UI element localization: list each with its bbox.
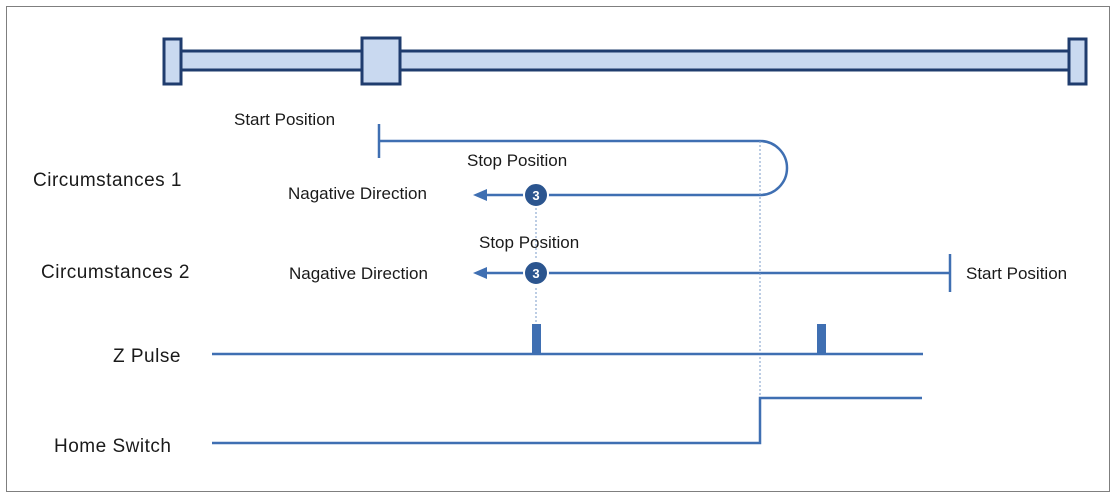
circumstances-1-label: Circumstances 1: [33, 170, 182, 191]
stop-position-label-1: Stop Position: [467, 151, 568, 170]
rail-bar: [170, 49, 1080, 72]
axis-rail: [162, 36, 1088, 86]
z-pulse-1: [532, 324, 541, 354]
z-pulse-signal: [212, 324, 923, 356]
home-switch-signal: [212, 396, 922, 445]
stop-position-label-2: Stop Position: [479, 233, 580, 252]
rail-right-end: [1067, 37, 1088, 86]
path-circumstances-1: [377, 124, 789, 197]
travel-line-1: [379, 139, 789, 197]
rail-left-end: [162, 37, 183, 86]
negative-direction-label-2: Nagative Direction: [289, 264, 428, 283]
rail-slider: [360, 36, 402, 86]
stop-marker-2-number: 3: [532, 266, 539, 281]
z-pulse-label: Z Pulse: [113, 346, 181, 367]
path-circumstances-2: [486, 254, 952, 292]
stop-marker-1-number: 3: [532, 188, 539, 203]
negative-direction-label-1: Nagative Direction: [288, 184, 427, 203]
home-switch-label: Home Switch: [54, 436, 172, 457]
z-pulse-2: [817, 324, 826, 354]
stop-marker-1: 3: [523, 182, 549, 208]
arrow-head-2: [473, 267, 487, 279]
start-position-label-2: Start Position: [966, 264, 1068, 283]
diagram-frame: [6, 6, 1110, 492]
circumstances-2-label: Circumstances 2: [41, 262, 190, 283]
start-position-label-1: Start Position: [234, 110, 336, 129]
arrow-head-1: [473, 189, 487, 201]
stop-marker-2: 3: [523, 260, 549, 286]
